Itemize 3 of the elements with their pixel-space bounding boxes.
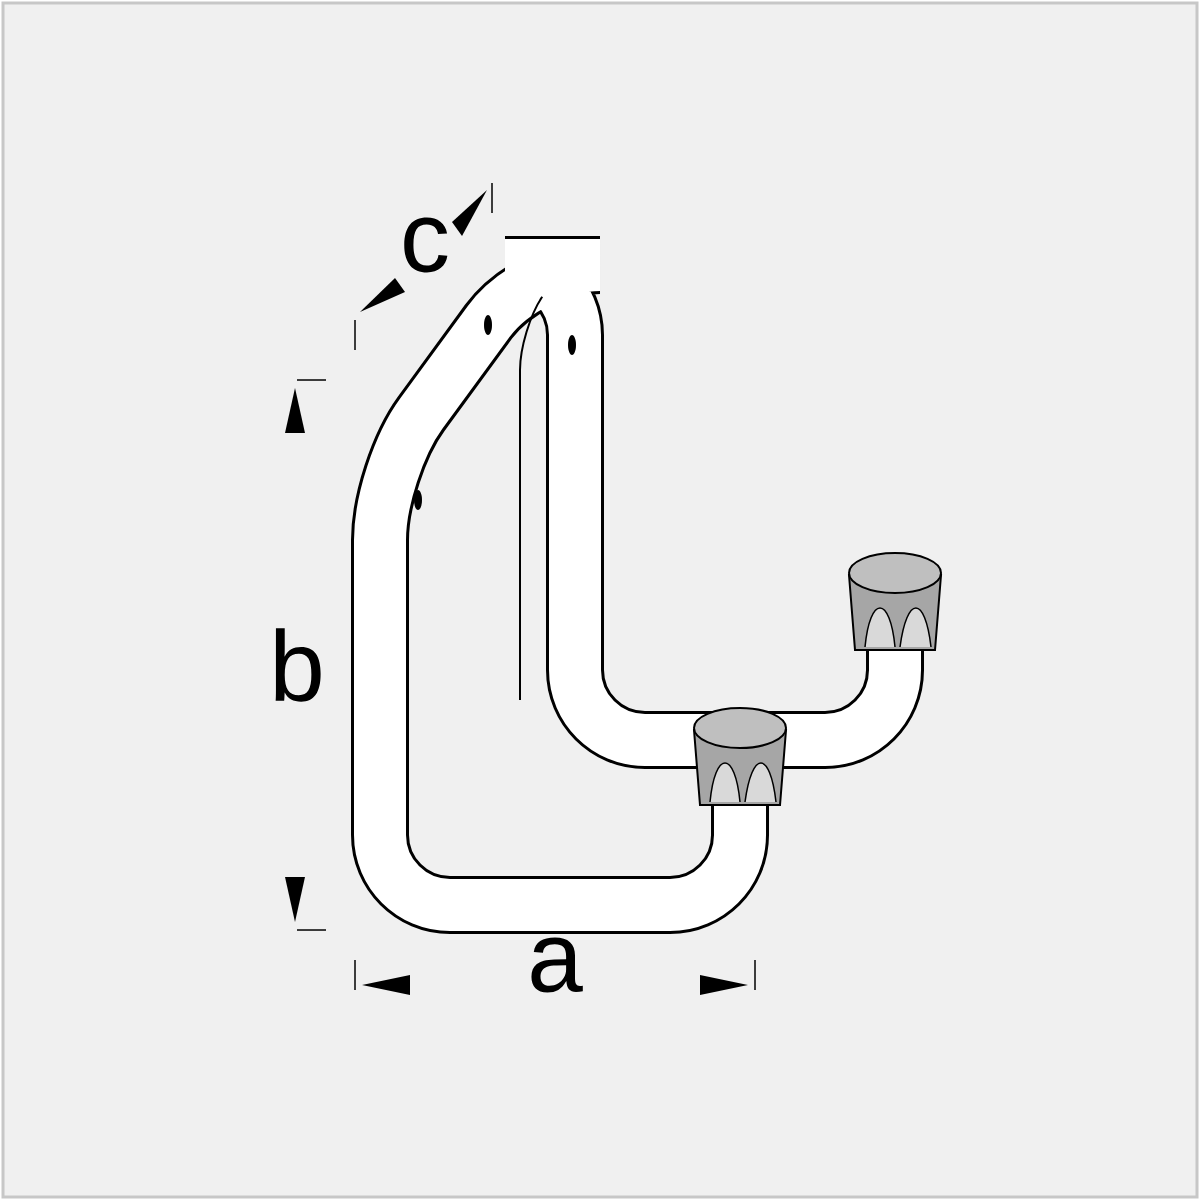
dimension-label: a — [531, 937, 583, 993]
dimension-label: c — [404, 217, 448, 273]
dimension-label: b — [275, 628, 321, 702]
